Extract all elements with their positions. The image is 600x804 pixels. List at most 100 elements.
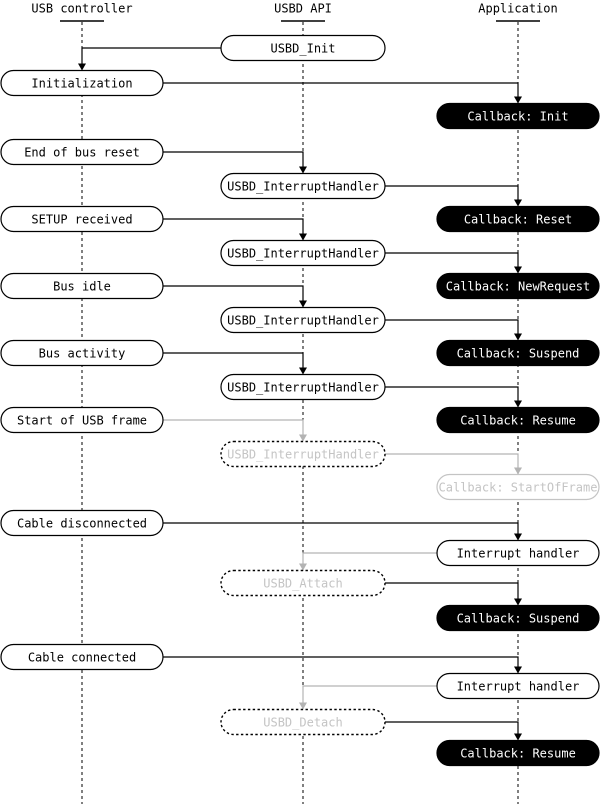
connection-arrowhead-icon xyxy=(514,533,522,541)
connection-interrupt-handler-4-to-callback-resume-1 xyxy=(385,386,522,408)
node-label-initialization: Initialization xyxy=(31,77,132,91)
connection-line xyxy=(385,453,519,474)
connection-interrupt-handler-3-to-callback-suspend-1 xyxy=(385,319,522,341)
node-label-cable-disconnected: Cable disconnected xyxy=(17,517,147,531)
node-label-interrupt-handler-2: USBD_InterruptHandler xyxy=(227,247,379,261)
node-callback-resume-1[interactable]: Callback: Resume xyxy=(436,406,600,434)
node-label-cable-connected: Cable connected xyxy=(28,651,136,665)
node-initialization[interactable]: Initialization xyxy=(0,69,164,97)
node-label-usbd-init: USBD_Init xyxy=(270,42,335,56)
node-usbd-detach[interactable]: USBD_Detach xyxy=(220,708,386,736)
node-shape-callback-startofframe xyxy=(436,473,600,501)
node-setup-received[interactable]: SETUP received xyxy=(0,205,164,233)
node-label-usbd-attach: USBD_Attach xyxy=(263,577,342,591)
connection-interrupt-handler-1-to-callback-reset xyxy=(385,185,522,207)
node-label-interrupt-handler-b: Interrupt handler xyxy=(457,680,580,694)
node-callback-reset[interactable]: Callback: Reset xyxy=(436,205,600,233)
node-shape-usbd-init xyxy=(220,34,386,62)
node-label-usbd-detach: USBD_Detach xyxy=(263,716,342,730)
node-label-callback-resume-2: Callback: Resume xyxy=(460,747,576,761)
node-interrupt-handler-3[interactable]: USBD_InterruptHandler xyxy=(220,306,386,334)
node-shape-callback-resume-1 xyxy=(436,406,600,434)
connection-arrowhead-icon xyxy=(78,63,86,71)
node-callback-init[interactable]: Callback: Init xyxy=(436,102,600,130)
node-shape-start-of-usb-frame xyxy=(0,406,164,434)
connection-interrupt-handler-5-to-callback-startofframe xyxy=(385,453,522,475)
node-bus-idle[interactable]: Bus idle xyxy=(0,272,164,300)
node-end-of-bus-reset[interactable]: End of bus reset xyxy=(0,138,164,166)
connection-line xyxy=(163,285,304,307)
node-shape-end-of-bus-reset xyxy=(0,138,164,166)
node-interrupt-handler-b[interactable]: Interrupt handler xyxy=(436,672,600,700)
connection-arrowhead-icon xyxy=(514,666,522,674)
connections-layer xyxy=(78,47,522,741)
connection-arrowhead-icon xyxy=(299,166,307,174)
node-callback-suspend-1[interactable]: Callback: Suspend xyxy=(436,339,600,367)
connection-arrowhead-icon xyxy=(299,233,307,241)
node-label-setup-received: SETUP received xyxy=(31,213,132,227)
node-usbd-init[interactable]: USBD_Init xyxy=(220,34,386,62)
connection-bus-idle-to-interrupt-handler-3 xyxy=(163,285,307,308)
connection-cable-disconnected-to-interrupt-handler-a xyxy=(163,522,522,541)
column-header-usbd-api: USBD API xyxy=(274,2,332,16)
connection-usbd-init-to-initialization xyxy=(78,47,221,71)
node-interrupt-handler-1[interactable]: USBD_InterruptHandler xyxy=(220,172,386,200)
node-label-callback-suspend-2: Callback: Suspend xyxy=(457,612,580,626)
connection-arrowhead-icon xyxy=(514,199,522,207)
connection-arrowhead-icon xyxy=(299,300,307,308)
node-label-interrupt-handler-a: Interrupt handler xyxy=(457,547,580,561)
node-label-start-of-usb-frame: Start of USB frame xyxy=(17,414,147,428)
connection-line xyxy=(81,47,221,70)
node-label-callback-startofframe: Callback: StartOfFrame xyxy=(439,481,598,495)
node-cable-connected[interactable]: Cable connected xyxy=(0,643,164,671)
column-header-usb-controller: USB controller xyxy=(31,2,132,16)
node-label-callback-reset: Callback: Reset xyxy=(464,213,572,227)
connection-line xyxy=(163,218,304,240)
node-label-interrupt-handler-5: USBD_InterruptHandler xyxy=(227,448,379,462)
connection-end-of-bus-reset-to-interrupt-handler-1 xyxy=(163,151,307,174)
connection-line xyxy=(385,185,519,206)
connection-arrowhead-icon xyxy=(514,598,522,606)
node-label-interrupt-handler-1: USBD_InterruptHandler xyxy=(227,180,379,194)
connection-setup-received-to-interrupt-handler-2 xyxy=(163,218,307,241)
connection-line xyxy=(385,386,519,407)
node-label-interrupt-handler-3: USBD_InterruptHandler xyxy=(227,314,379,328)
node-shape-bus-activity xyxy=(0,339,164,367)
node-label-bus-idle: Bus idle xyxy=(53,280,111,294)
node-label-interrupt-handler-4: USBD_InterruptHandler xyxy=(227,381,379,395)
node-callback-resume-2[interactable]: Callback: Resume xyxy=(436,739,600,767)
connection-initialization-to-callback-init xyxy=(163,82,522,104)
node-shape-interrupt-handler-3 xyxy=(220,306,386,334)
node-shape-interrupt-handler-a xyxy=(436,539,600,567)
connection-arrowhead-icon xyxy=(514,733,522,741)
node-callback-suspend-2[interactable]: Callback: Suspend xyxy=(436,604,600,632)
node-interrupt-handler-5[interactable]: USBD_InterruptHandler xyxy=(220,440,386,468)
connection-line xyxy=(163,151,304,173)
node-callback-newrequest[interactable]: Callback: NewRequest xyxy=(436,272,600,300)
connection-interrupt-handler-a-to-usbd-attach xyxy=(299,552,437,571)
node-shape-callback-reset xyxy=(436,205,600,233)
node-shape-interrupt-handler-5 xyxy=(220,440,386,468)
node-shape-interrupt-handler-1 xyxy=(220,172,386,200)
connection-start-of-usb-frame-to-interrupt-handler-5 xyxy=(163,419,307,442)
node-usbd-attach[interactable]: USBD_Attach xyxy=(220,569,386,597)
node-cable-disconnected[interactable]: Cable disconnected xyxy=(0,509,164,537)
column-headers-layer: USB controller USBD API Application xyxy=(31,2,558,22)
connection-arrowhead-icon xyxy=(514,400,522,408)
node-start-of-usb-frame[interactable]: Start of USB frame xyxy=(0,406,164,434)
node-shape-interrupt-handler-b xyxy=(436,672,600,700)
node-shape-setup-received xyxy=(0,205,164,233)
node-interrupt-handler-2[interactable]: USBD_InterruptHandler xyxy=(220,239,386,267)
node-interrupt-handler-a[interactable]: Interrupt handler xyxy=(436,539,600,567)
connection-line xyxy=(163,352,304,374)
node-label-end-of-bus-reset: End of bus reset xyxy=(24,146,140,160)
column-header-application: Application xyxy=(478,2,557,16)
node-shape-callback-newrequest xyxy=(436,272,600,300)
connection-usbd-attach-to-callback-suspend-2 xyxy=(385,582,522,606)
node-bus-activity[interactable]: Bus activity xyxy=(0,339,164,367)
node-callback-startofframe[interactable]: Callback: StartOfFrame xyxy=(436,473,600,501)
connection-cable-connected-to-interrupt-handler-b xyxy=(163,656,522,674)
node-interrupt-handler-4[interactable]: USBD_InterruptHandler xyxy=(220,373,386,401)
node-label-callback-suspend-1: Callback: Suspend xyxy=(457,347,580,361)
